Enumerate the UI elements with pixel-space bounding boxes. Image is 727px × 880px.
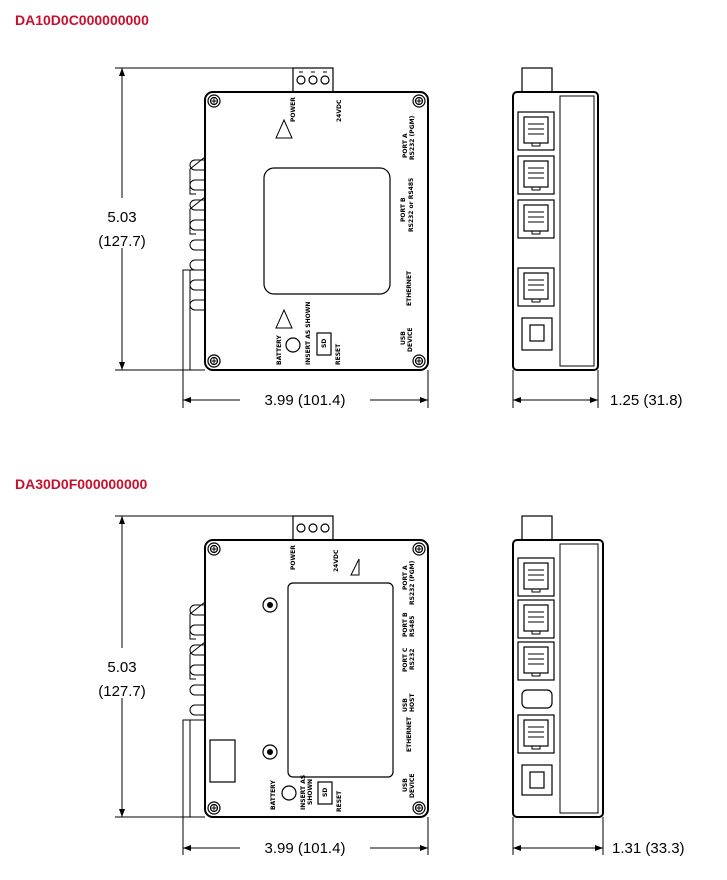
reset-label: RESET <box>335 343 342 365</box>
ethernet-label: ETHERNET <box>406 270 413 306</box>
model-1-drawing: DA10D0C000000000 5.03 (127.7) 3.99 (101.… <box>15 12 683 410</box>
port-a-label: PORT A <box>402 565 409 590</box>
height-dim-mm: (127.7) <box>98 233 146 250</box>
front-view: POWER 24VDC PORT A RS232 (PGM) PORT B RS… <box>182 515 429 818</box>
insert-label: INSERT AS SHOWN <box>305 302 312 365</box>
heat-fins <box>182 156 221 371</box>
port-a-sub-label: RS232 (PGM) <box>409 115 416 160</box>
port-b-sub-label: RS232 or RS485 <box>408 178 415 232</box>
display-window <box>287 582 394 778</box>
front-view: POWER 24VDC PORT A RS232 (PGM) PORT B RS… <box>182 67 429 371</box>
usb-label: USB <box>402 778 409 792</box>
display-window <box>263 167 391 295</box>
height-dim-mm: (127.7) <box>98 683 146 700</box>
model-title: DA30D0F000000000 <box>15 476 148 492</box>
voltage-label: 24VDC <box>336 99 343 122</box>
port-b-label: PORT B <box>402 612 409 637</box>
sd-slot-icon <box>317 781 333 805</box>
power-label: POWER <box>290 97 297 122</box>
insert-label: INSERT AS <box>300 775 307 810</box>
port-c-sub-label: RS232 <box>409 649 416 670</box>
port-c-label: PORT C <box>402 647 409 672</box>
battery-icon <box>285 337 301 353</box>
ethernet-label: ETHERNET <box>406 716 413 752</box>
port-b-label: PORT B <box>400 197 407 222</box>
sd-slot-icon <box>316 332 332 356</box>
port-a-label: PORT A <box>402 133 409 158</box>
insert-label-2: SHOWN <box>307 779 314 805</box>
sd-label: SD <box>321 339 328 348</box>
depth-dim: 1.31 (33.3) <box>612 840 685 857</box>
battery-icon <box>281 785 297 801</box>
voltage-label: 24VDC <box>333 549 340 572</box>
power-label: POWER <box>290 545 297 570</box>
height-dim-in: 5.03 <box>107 659 136 676</box>
side-view: 1.31 (33.3) <box>512 515 685 857</box>
usb-label: USB <box>400 331 407 345</box>
port-b-sub-label: RS485 <box>409 616 416 637</box>
usb-host-port <box>521 689 553 709</box>
device-label: DEVICE <box>407 328 414 352</box>
sd-label: SD <box>322 788 329 797</box>
width-dim: 3.99 (101.4) <box>265 392 346 409</box>
reset-label: RESET <box>336 790 343 812</box>
height-dim-in: 5.03 <box>107 209 136 226</box>
model-title: DA10D0C000000000 <box>15 12 149 28</box>
usb-host-label: USB <box>402 698 409 712</box>
depth-dim: 1.25 (31.8) <box>610 392 683 409</box>
port-a-sub-label: RS232 (PGM) <box>409 560 416 605</box>
side-view: 1.25 (31.8) <box>512 67 683 409</box>
host-label: HOST <box>409 693 416 712</box>
battery-label: BATTERY <box>276 335 283 365</box>
device-label: DEVICE <box>409 774 416 798</box>
model-2-drawing: DA30D0F000000000 5.03 (127.7) 3.99 (101.… <box>15 476 685 858</box>
width-dim: 3.99 (101.4) <box>265 840 346 857</box>
battery-label: BATTERY <box>270 780 277 810</box>
